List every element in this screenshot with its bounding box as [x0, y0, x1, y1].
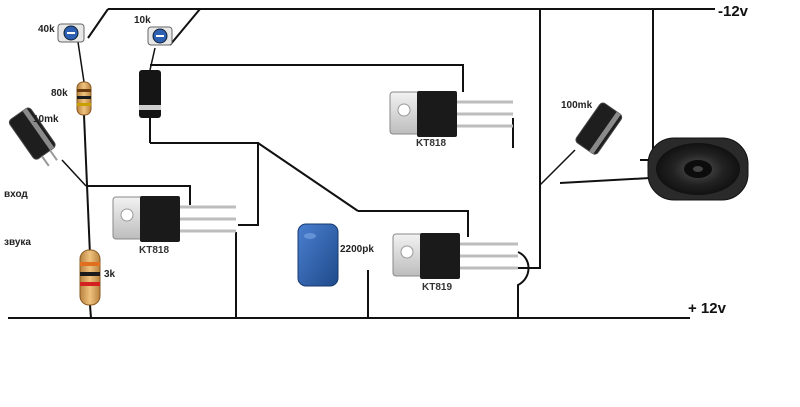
- transistor-left-label: KT818: [139, 245, 169, 256]
- resistor-80k: [76, 81, 92, 116]
- cap-film-value: 2200pk: [340, 244, 374, 255]
- positive-rail-label: + 12v: [688, 300, 727, 317]
- wire-pot-right-rail: [169, 8, 201, 46]
- capacitor-film-2200pk: [297, 223, 339, 287]
- resistor-3k: [79, 249, 101, 306]
- capacitor-100mk: [575, 102, 623, 155]
- cap-right-value: 100mk: [561, 100, 593, 111]
- transistor-bottom-label: KT819: [422, 282, 452, 293]
- resistor-top-value: 80k: [51, 88, 68, 99]
- wiring: [8, 8, 715, 319]
- wire-3k-to-rail: [89, 304, 92, 319]
- wire-diag-to-film: [257, 142, 359, 212]
- wire-cap-to-speaker: [559, 177, 651, 184]
- resistor-bottom-value: 3k: [104, 269, 116, 280]
- input-label-line2: звука: [4, 237, 31, 248]
- wire-pot-right-down: [149, 47, 156, 71]
- transistor-top-label: KT818: [416, 138, 446, 149]
- wire-diode-to-top-q: [150, 64, 464, 92]
- diode: [139, 70, 161, 118]
- potentiometer-10k: [147, 26, 173, 46]
- input-label-line1: вход: [4, 189, 28, 200]
- wire-input-cap: [61, 159, 87, 187]
- wire-speaker-to-rail: [640, 9, 654, 161]
- wire-q3-loop: [517, 251, 530, 318]
- speaker: [647, 137, 749, 201]
- pot-left-value: 40k: [38, 24, 55, 35]
- wire-pot-left-down: [77, 41, 85, 83]
- negative-rail-label: -12v: [718, 3, 749, 20]
- pot-right-value: 10k: [134, 15, 151, 26]
- transistor-bottom-kt819: [392, 233, 518, 279]
- wire-pot-left-rail: [87, 8, 109, 39]
- wire-out-cap: [539, 149, 576, 186]
- capacitor-10mk: [8, 107, 58, 167]
- cap-left-value: 10mk: [33, 114, 59, 125]
- potentiometer-40k: [57, 23, 85, 43]
- transistor-left-kt818: [112, 196, 236, 242]
- wire-mid-vert: [518, 118, 541, 269]
- transistor-top-kt818: [389, 91, 513, 137]
- wire-diode-bottom: [150, 142, 259, 226]
- wire-bus-to-q1: [86, 185, 191, 205]
- wire-film-to-q3: [358, 210, 469, 237]
